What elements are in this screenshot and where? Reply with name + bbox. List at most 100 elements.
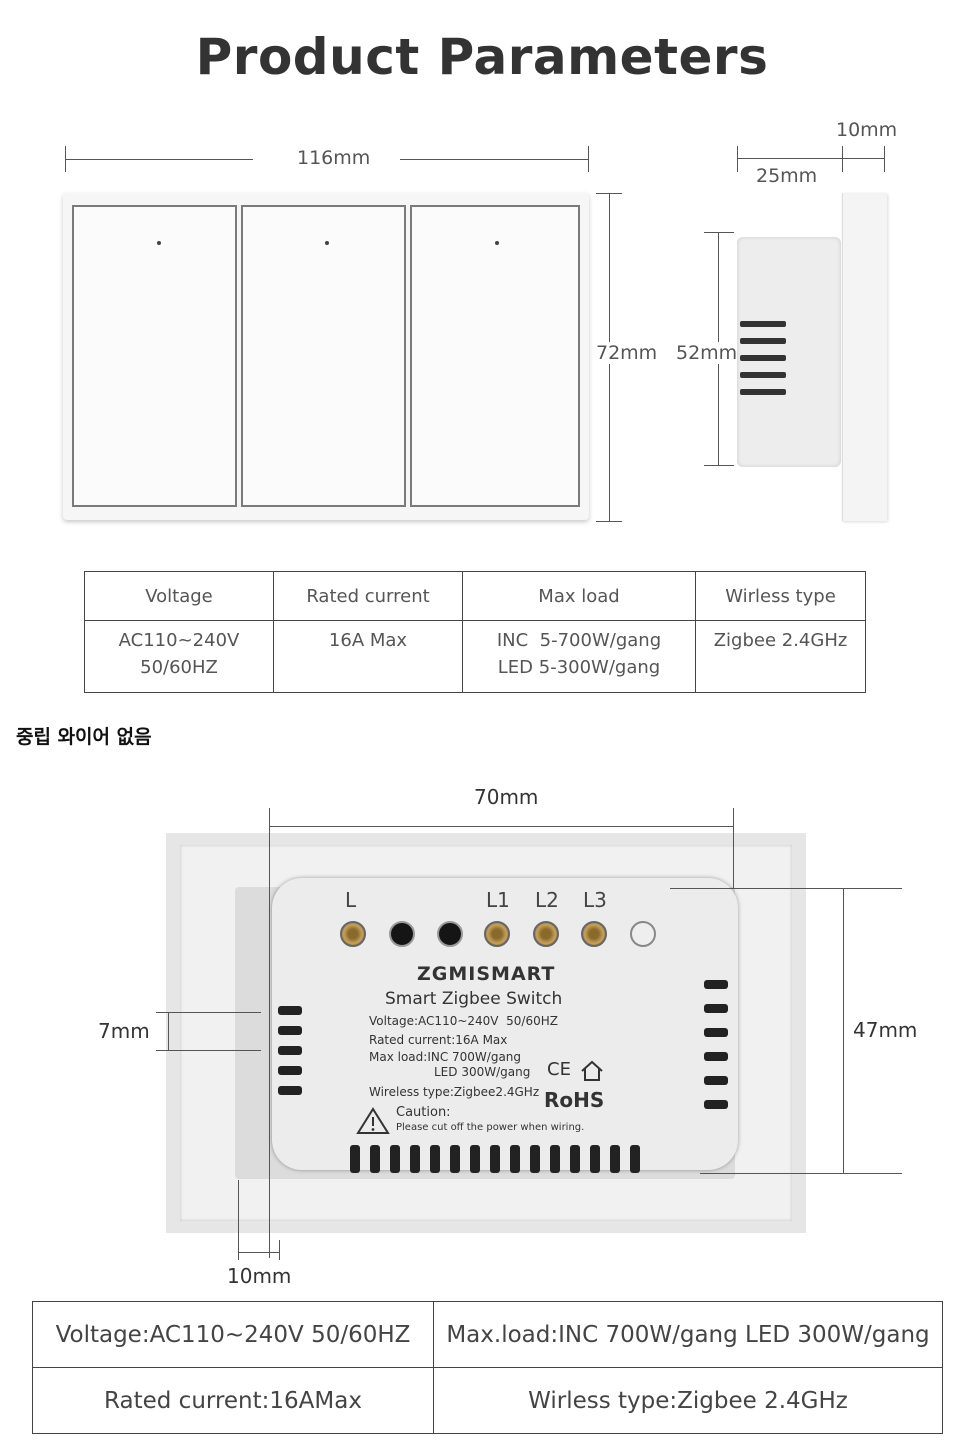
vent-slot <box>510 1145 520 1173</box>
spec-cell-wireless: Zigbee 2.4GHz <box>695 620 866 693</box>
dim-line <box>279 1240 280 1260</box>
vent-slot <box>610 1145 620 1173</box>
vent-slot <box>278 1086 302 1095</box>
summary-cell-current: Rated current:16AMax <box>32 1367 434 1434</box>
terminal-screw <box>581 921 607 947</box>
vent-slot <box>490 1145 500 1173</box>
dim-line <box>168 1012 169 1050</box>
terminal-hole <box>389 921 415 947</box>
terminal-label-l: L <box>345 888 357 912</box>
brand-logo: ZGMISMART <box>417 963 556 985</box>
dim-line <box>737 158 885 159</box>
vent-slot <box>704 1004 728 1013</box>
dim-line <box>269 808 270 1258</box>
vent-slot <box>390 1145 400 1173</box>
summary-cell-load: Max.load:INC 700W/gang LED 300W/gang <box>433 1301 943 1368</box>
module-wireless: Wireless type:Zigbee2.4GHz <box>369 1085 540 1099</box>
terminal-empty <box>630 921 656 947</box>
spec-header: Voltage <box>84 571 274 621</box>
dim-line <box>700 1173 902 1174</box>
module-current: Rated current:16A Max <box>369 1033 508 1047</box>
dim-line <box>238 1180 239 1260</box>
indicator-dot <box>157 241 161 245</box>
dim-height-side: 52mm <box>676 342 738 364</box>
switch-gang-2 <box>241 205 406 507</box>
summary-cell-voltage: Voltage:AC110~240V 50/60HZ <box>32 1301 434 1368</box>
terminal-label-l3: L3 <box>583 888 607 912</box>
caution-text: Please cut off the power when wiring. <box>396 1122 585 1133</box>
dim-back-width: 70mm <box>474 785 539 809</box>
vent-slot <box>704 1028 728 1037</box>
spec-cell-voltage: AC110~240V 50/60HZ <box>84 620 274 693</box>
vent-slot <box>704 980 728 989</box>
vent-slot <box>278 1006 302 1015</box>
side-body <box>737 237 841 467</box>
dim-line <box>238 1252 280 1253</box>
switch-gang-3 <box>410 205 580 507</box>
vent-slot <box>278 1026 302 1035</box>
dim-width-front: 116mm <box>297 147 371 169</box>
dim-tick <box>884 146 885 172</box>
vent-slot <box>704 1076 728 1085</box>
spec-value: AC110~240V <box>118 630 240 651</box>
dim-back-gap: 7mm <box>98 1019 150 1043</box>
dim-back-offset: 10mm <box>227 1264 292 1288</box>
dim-line <box>65 159 253 160</box>
dim-line <box>156 1012 261 1013</box>
module-load: Max load:INC 700W/gang <box>369 1050 522 1064</box>
side-fin <box>740 338 786 344</box>
vent-slot <box>704 1052 728 1061</box>
home-icon <box>581 1060 603 1081</box>
terminal-screw <box>533 921 559 947</box>
dim-tick <box>704 465 734 466</box>
side-fin <box>740 321 786 327</box>
vent-slot <box>470 1145 480 1173</box>
dim-height-front: 72mm <box>596 342 658 364</box>
spec-value: INC 5-700W/gang <box>496 630 662 651</box>
dim-tick <box>704 232 734 233</box>
dim-line <box>269 826 734 827</box>
vent-slot <box>278 1066 302 1075</box>
neutral-note: 중립 와이어 없음 <box>16 726 152 748</box>
vent-slot <box>278 1046 302 1055</box>
vent-slot <box>370 1145 380 1173</box>
vent-slot <box>550 1145 560 1173</box>
spec-table: Voltage Rated current Max load Wirless t… <box>84 571 866 693</box>
spec-header: Rated current <box>273 571 463 621</box>
spec-header: Max load <box>462 571 696 621</box>
indicator-dot <box>495 241 499 245</box>
side-plate <box>842 193 887 521</box>
vent-slot <box>590 1145 600 1173</box>
spec-header: Wirless type <box>695 571 866 621</box>
vent-slot <box>570 1145 580 1173</box>
rohs-mark: RoHS <box>544 1088 605 1112</box>
terminal-hole <box>437 921 463 947</box>
summary-table: Voltage:AC110~240V 50/60HZ Max.load:INC … <box>32 1301 943 1434</box>
side-fin <box>740 389 786 395</box>
spec-value: LED 5-300W/gang <box>497 657 661 678</box>
vent-slot <box>410 1145 420 1173</box>
module-load-led: LED 300W/gang <box>434 1065 531 1079</box>
switch-gang-1 <box>72 205 237 507</box>
dim-tick <box>842 146 843 172</box>
summary-cell-wireless: Wirless type:Zigbee 2.4GHz <box>433 1367 943 1434</box>
terminal-screw <box>340 921 366 947</box>
vent-slot <box>430 1145 440 1173</box>
vent-slot <box>530 1145 540 1173</box>
terminal-label-l1: L1 <box>486 888 510 912</box>
side-fin <box>740 372 786 378</box>
dim-line <box>733 808 734 888</box>
dim-back-height: 47mm <box>853 1018 918 1042</box>
dim-line <box>670 888 902 889</box>
dim-line <box>156 1050 261 1051</box>
caution-label: Caution: <box>396 1105 451 1120</box>
dim-depth-plate: 10mm <box>836 119 898 141</box>
warning-icon <box>356 1107 390 1134</box>
vent-slot <box>450 1145 460 1173</box>
dim-line <box>400 159 588 160</box>
side-fin <box>740 355 786 361</box>
dim-tick <box>737 146 738 172</box>
spec-value: 50/60HZ <box>140 657 218 678</box>
terminal-screw <box>484 921 510 947</box>
